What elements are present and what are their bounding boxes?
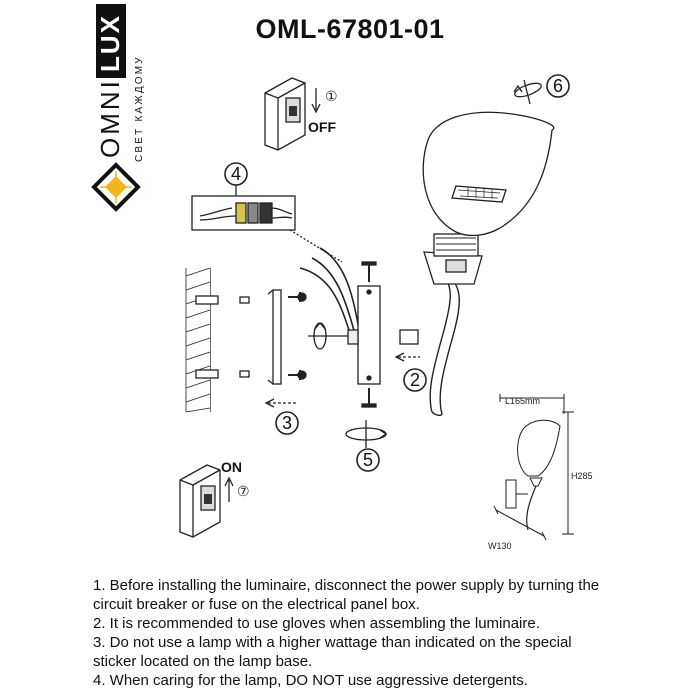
callout-6-badge: [546, 74, 570, 98]
lamp-arm: [429, 279, 460, 417]
mounting-nut: [399, 329, 419, 345]
callout-5-badge: [356, 448, 380, 472]
dimension-width: W130: [488, 541, 512, 551]
callout-2-number: 2: [410, 370, 420, 390]
brand-name-left: OMNI: [95, 78, 125, 158]
dowel-top: [239, 296, 250, 304]
logo-lux-block: [96, 4, 126, 78]
brand-tagline: СВЕТ КАЖДОМУ: [134, 55, 145, 162]
brand-name-right: LUX: [95, 14, 125, 72]
wall: [185, 267, 219, 413]
dimension-length: L165mm: [505, 396, 540, 406]
arrow-left-3-icon: [264, 398, 296, 408]
product-title: OML-67801-01: [255, 14, 445, 44]
on-label: ON: [221, 459, 242, 475]
callout-3-number: 3: [282, 413, 292, 433]
callout-6-number: 6: [553, 76, 563, 96]
plate-screw-bottom-icon: [361, 388, 377, 408]
supply-wires: [299, 247, 361, 341]
terminal-block-detail: [191, 195, 343, 263]
screw-top-icon: [288, 292, 307, 302]
arrow-down-icon: [311, 88, 321, 114]
off-label: OFF: [308, 119, 336, 135]
instructions-list: 1. Before installing the luminaire, disc…: [93, 576, 613, 690]
lamp-socket: [423, 233, 483, 285]
dimension-drawing: [493, 394, 574, 541]
callout-4-number: 4: [231, 164, 241, 184]
callout-5-number: 5: [363, 450, 373, 470]
glass-shade: [422, 111, 555, 237]
brand-logo: LUX OMNI СВЕТ КАЖДОМУ: [91, 4, 145, 212]
instruction-1: 1. Before installing the luminaire, disc…: [93, 577, 600, 613]
callout-2-badge: [403, 368, 427, 392]
step7-marker: ⑦: [237, 483, 250, 499]
logo-mark-icon: [91, 162, 141, 212]
arrow-up-icon: [224, 476, 234, 502]
mounting-bracket: [267, 289, 282, 385]
callout-4-badge: [224, 162, 248, 196]
step1-marker: ①: [325, 88, 338, 104]
dowel-bottom: [239, 370, 250, 378]
dimension-height: H285: [571, 471, 593, 481]
instruction-3: 3. Do not use a lamp with a higher watta…: [93, 634, 572, 670]
instruction-2: 2. It is recommended to use gloves when …: [93, 615, 540, 632]
callout-3-badge: [275, 411, 299, 435]
arrow-left-2-icon: [394, 352, 420, 362]
instruction-4: 4. When caring for the lamp, DO NOT use …: [93, 672, 528, 689]
switch-box-on: [179, 464, 221, 538]
plate-screw-top-icon: [361, 261, 377, 282]
wall-plate: [347, 285, 381, 385]
switch-box-off: [264, 77, 306, 151]
rotate-icon-5: [345, 420, 388, 448]
rotate-icon-wires: [308, 322, 350, 350]
screw-bottom-icon: [288, 370, 307, 380]
rotate-icon-6: [513, 79, 542, 105]
assembly-diagram: ① OFF 4: [179, 74, 593, 551]
